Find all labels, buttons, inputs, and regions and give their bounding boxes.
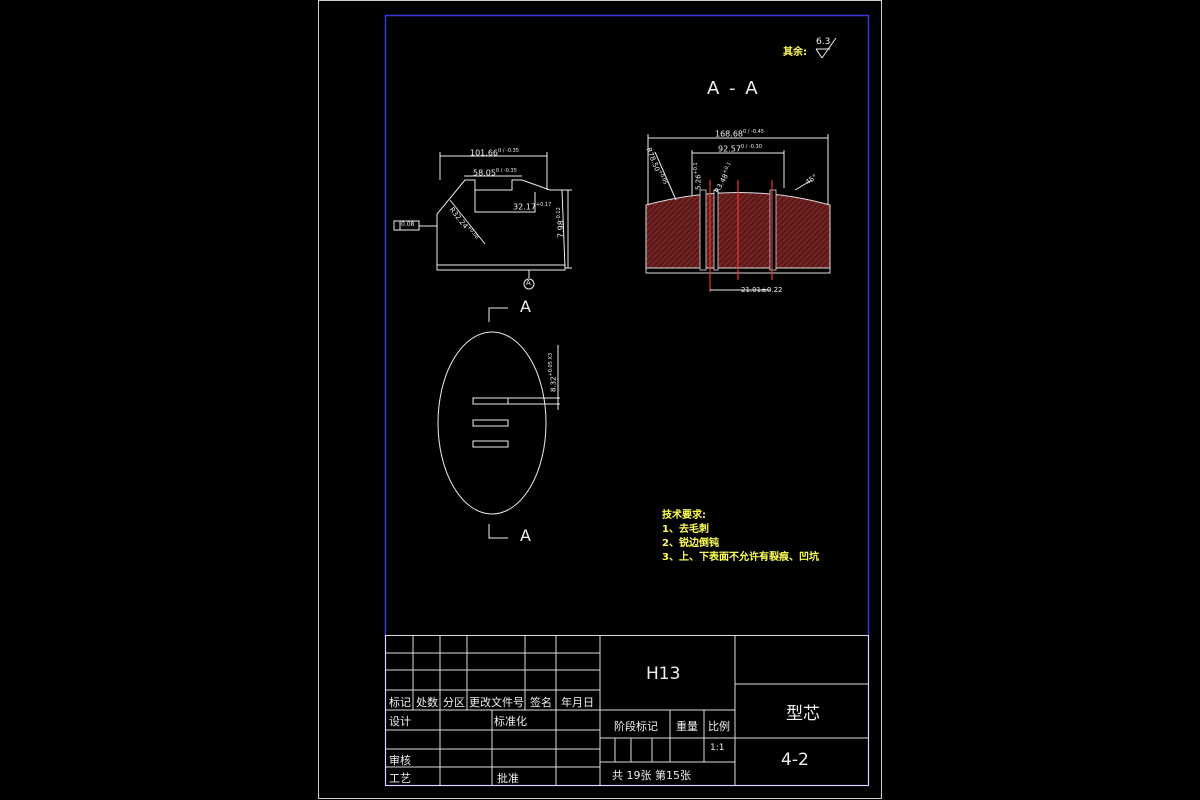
section-view — [645, 134, 831, 292]
dim-slot: 58.050 / -0.35 — [473, 168, 517, 178]
datum-box-value: 0.08 — [401, 221, 415, 228]
tech-req-item-1: 1、去毛刺 — [662, 524, 709, 535]
tb-drawing-no: 4-2 — [781, 750, 809, 770]
tech-req-title: 技术要求: — [662, 510, 706, 521]
plan-view — [437, 331, 560, 515]
cut-label-bottom: A — [520, 526, 531, 545]
tb-process: 工艺 — [389, 772, 411, 785]
cut-label-top: A — [520, 297, 531, 316]
dim-plan-slot: 8.32+0.05 X3 — [548, 352, 558, 392]
dim-width: 101.660 / -0.35 — [470, 148, 519, 158]
tech-req-item-2: 2、锐边倒钝 — [662, 538, 719, 549]
tech-req-item-3: 3、上、下表面不允许有裂痕、凹坑 — [662, 552, 819, 563]
tb-sheet-info: 共 19张 第15张 — [612, 769, 691, 782]
title-block-grid — [385, 635, 869, 786]
tb-header-change-doc: 更改文件号 — [469, 696, 524, 709]
dim-step: 32.17+0.17 — [513, 202, 552, 212]
drawing-sheet — [318, 0, 882, 799]
roughness-symbol — [815, 37, 837, 59]
tb-header-sign: 签名 — [530, 696, 552, 709]
roughness-label: 其余: — [783, 47, 807, 58]
datum-letter: A — [526, 279, 531, 287]
tb-header-count: 处数 — [416, 696, 438, 709]
left-view — [393, 152, 572, 290]
tb-scale-label: 比例 — [708, 720, 730, 733]
tb-material: H13 — [646, 664, 681, 684]
tb-weight-label: 重量 — [676, 720, 698, 733]
dim-bottom: 21.01±0.22 — [741, 286, 783, 294]
roughness-value: 6.3 — [816, 37, 831, 47]
tb-header-date: 年月日 — [561, 696, 594, 709]
dim-inner: 92.570 / -0.30 — [718, 144, 762, 154]
dim-small: 5.26+0.1 — [693, 162, 703, 190]
tb-header-mark: 标记 — [389, 696, 411, 709]
tb-stage-label: 阶段标记 — [614, 720, 658, 733]
dim-height: 7.98-0.12 — [556, 207, 566, 238]
tb-approve: 批准 — [497, 772, 519, 785]
dim-total: 168.680 / -0.45 — [715, 129, 764, 139]
section-title: A - A — [707, 78, 760, 99]
tb-review: 审核 — [389, 754, 411, 767]
tb-scale-value: 1:1 — [710, 743, 725, 753]
cutting-plane — [488, 307, 508, 539]
tb-standardization: 标准化 — [494, 715, 527, 728]
tb-header-zone: 分区 — [443, 696, 465, 709]
tb-part-name: 型芯 — [786, 704, 820, 724]
tb-design: 设计 — [389, 715, 411, 728]
